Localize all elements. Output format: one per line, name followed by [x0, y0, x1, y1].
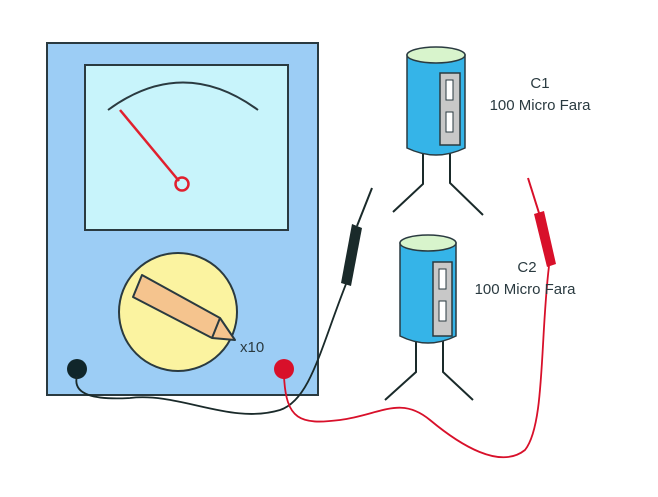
red-probe[interactable]	[534, 211, 556, 267]
c1-name: C1	[530, 75, 549, 92]
capacitor-c1: C1 100 Micro Fara	[392, 46, 592, 216]
black-test-lead	[75, 187, 373, 415]
black-probe-tip	[356, 187, 373, 227]
c1-lead-left	[392, 152, 424, 213]
meter-display	[84, 64, 289, 231]
range-label: x10	[240, 339, 264, 356]
c1-mark	[445, 79, 454, 101]
capacitor-c2: C2 100 Micro Fara	[384, 234, 577, 401]
red-test-lead	[283, 177, 556, 459]
c1-lead-right	[449, 152, 484, 216]
meter-needle	[119, 109, 180, 182]
positive-jack[interactable]	[274, 359, 294, 379]
c1-value: 100 Micro Fara	[490, 97, 592, 114]
c2-value: 100 Micro Fara	[475, 281, 577, 298]
c1-label-strip	[439, 72, 461, 146]
c2-mark	[438, 300, 447, 322]
dial-pointer-tip-line	[211, 317, 221, 339]
c1-mark	[445, 111, 454, 133]
c2-lead-right	[442, 340, 474, 401]
black-probe[interactable]	[341, 224, 362, 286]
black-wire	[75, 283, 347, 415]
red-wire	[283, 265, 550, 459]
c2-lead-left	[384, 340, 417, 401]
c2-label-strip	[432, 261, 453, 337]
dial-pointer	[132, 274, 236, 341]
c2-mark	[438, 268, 447, 290]
meter-scale-arc	[107, 81, 259, 111]
c1-top	[406, 46, 466, 64]
com-jack[interactable]	[67, 359, 87, 379]
needle-pivot	[174, 176, 190, 192]
multimeter: x10	[46, 42, 319, 396]
red-probe-tip	[527, 177, 540, 214]
c2-name: C2	[517, 259, 536, 276]
c2-top	[399, 234, 457, 252]
